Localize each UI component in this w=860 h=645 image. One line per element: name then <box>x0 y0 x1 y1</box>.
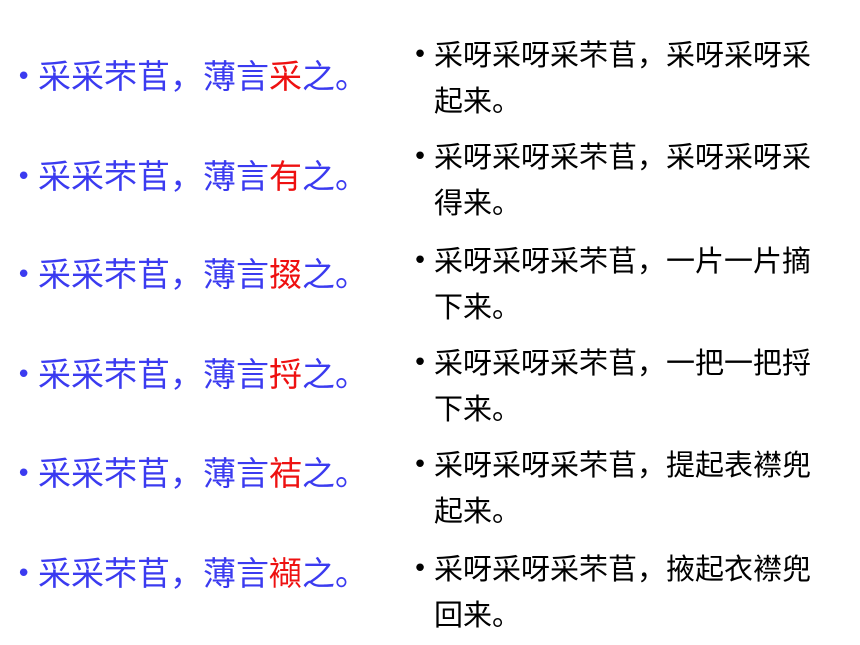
poem-line-text: 采采芣苢，薄言 <box>38 355 269 394</box>
poem-line: • 采采芣苢，薄言袺之。 <box>16 449 368 499</box>
bullet-icon: • <box>412 246 428 276</box>
translation-text: 采呀采呀采芣苢，采呀采呀采得来。 <box>434 140 812 220</box>
poem-line-ending: 之。 <box>302 157 368 196</box>
poem-line-text: 采采芣苢，薄言 <box>38 255 269 294</box>
poem-line-text: 采采芣苢，薄言 <box>38 157 269 196</box>
translation-item: • 采呀采呀采芣苢，一片一片摘下来。 <box>406 238 846 330</box>
translation-text: 采呀采呀采芣苢，一片一片摘下来。 <box>434 244 812 324</box>
highlighted-verb: 掇 <box>269 255 302 294</box>
bullet-icon: • <box>16 559 32 589</box>
poem-line-ending: 之。 <box>302 355 368 394</box>
highlighted-verb: 有 <box>269 157 302 196</box>
highlighted-verb: 采 <box>269 57 302 96</box>
bullet-icon: • <box>16 260 32 290</box>
translation-text: 采呀采呀采芣苢，一把一把捋下来。 <box>434 346 812 426</box>
bullet-icon: • <box>412 450 428 480</box>
translation-item: • 采呀采呀采芣苢，一把一把捋下来。 <box>406 340 846 432</box>
bullet-icon: • <box>16 360 32 390</box>
poem-line: • 采采芣苢，薄言捋之。 <box>16 350 368 400</box>
poem-line: • 采采芣苢，薄言采之。 <box>16 52 368 102</box>
translation-item: • 采呀采呀采芣苢，采呀采呀采得来。 <box>406 134 846 226</box>
poem-line-text: 采采芣苢，薄言 <box>38 554 269 593</box>
highlighted-verb: 襭 <box>269 554 302 593</box>
bullet-icon: • <box>412 554 428 584</box>
translation-item: • 采呀采呀采芣苢，掖起衣襟兜回来。 <box>406 546 846 638</box>
highlighted-verb: 捋 <box>269 355 302 394</box>
poem-line-ending: 之。 <box>302 554 368 593</box>
bullet-icon: • <box>412 348 428 378</box>
bullet-icon: • <box>16 162 32 192</box>
poem-line: • 采采芣苢，薄言襭之。 <box>16 549 368 599</box>
translation-text: 采呀采呀采芣苢，采呀采呀采起来。 <box>434 38 812 118</box>
bullet-icon: • <box>412 142 428 172</box>
poem-line: • 采采芣苢，薄言掇之。 <box>16 250 368 300</box>
poem-line-ending: 之。 <box>302 57 368 96</box>
bullet-icon: • <box>16 62 32 92</box>
translation-item: • 采呀采呀采芣苢，提起表襟兜起来。 <box>406 442 846 534</box>
bullet-icon: • <box>16 459 32 489</box>
bullet-icon: • <box>412 40 428 70</box>
poem-line: • 采采芣苢，薄言有之。 <box>16 152 368 202</box>
poem-line-text: 采采芣苢，薄言 <box>38 57 269 96</box>
translation-text: 采呀采呀采芣苢，提起表襟兜起来。 <box>434 448 812 528</box>
translation-text: 采呀采呀采芣苢，掖起衣襟兜回来。 <box>434 552 812 632</box>
poem-line-text: 采采芣苢，薄言 <box>38 454 269 493</box>
translation-item: • 采呀采呀采芣苢，采呀采呀采起来。 <box>406 32 846 124</box>
poem-line-ending: 之。 <box>302 255 368 294</box>
highlighted-verb: 袺 <box>269 454 302 493</box>
poem-line-ending: 之。 <box>302 454 368 493</box>
